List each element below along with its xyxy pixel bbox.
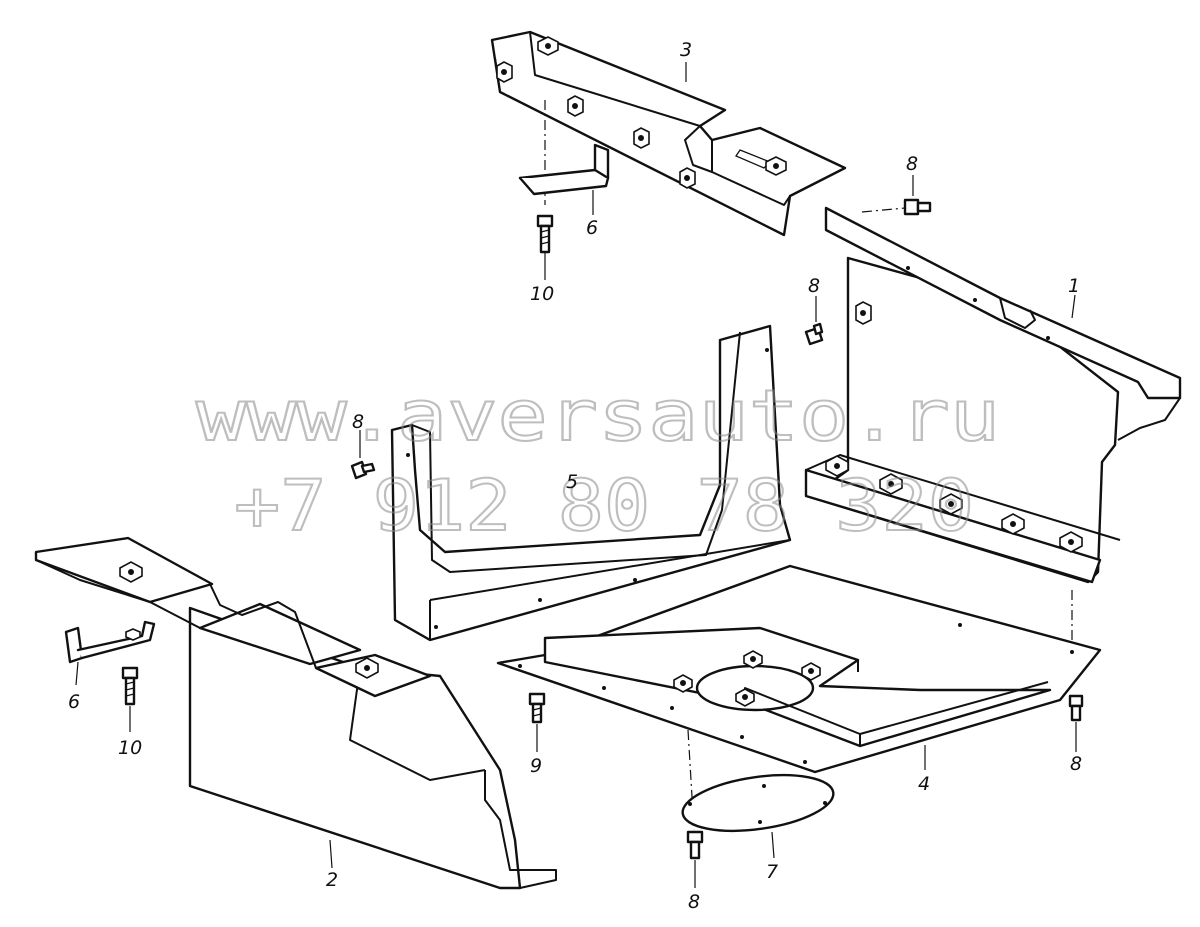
bolt-10-lower [121, 666, 139, 706]
bracket-1-nut [1001, 513, 1025, 535]
bolt-8-lower-right [1068, 694, 1084, 722]
leader-line [1071, 294, 1076, 319]
leader-line [75, 661, 79, 686]
callout-10-upper: 10 [530, 283, 554, 305]
bolt-8-bottom [686, 830, 704, 860]
callout-5: 5 [566, 471, 578, 493]
callout-1: 1 [1068, 275, 1080, 297]
bolt-8-center [804, 322, 824, 346]
bracket-2-nut [119, 561, 143, 583]
part-4-floor-plate [496, 564, 1102, 774]
callout-2: 2 [326, 869, 338, 891]
bracket-3-nut [765, 156, 787, 176]
bracket-1-nut [879, 473, 903, 495]
bolt-8-top-right [903, 198, 932, 216]
callout-8-top-right: 8 [906, 153, 918, 175]
callout-10-lower: 10 [118, 737, 142, 759]
part-5-u-frame [390, 324, 792, 642]
bracket-3-nut [633, 127, 650, 149]
callout-6-lower: 6 [68, 691, 80, 713]
watermark-url: www.aversauto.ru [196, 375, 1000, 457]
callout-8-lower-right: 8 [1070, 753, 1082, 775]
part-6-lower-clip [64, 620, 156, 664]
part-1-right-bracket [804, 206, 1182, 584]
callout-8-left: 8 [352, 411, 364, 433]
bracket-1-nut [825, 455, 849, 477]
part-3-upper-bracket [490, 30, 847, 237]
bracket-3-nut [496, 61, 513, 83]
part-6-upper-clip [518, 143, 610, 196]
bracket-3-nut [679, 167, 696, 189]
plate-4-nut [735, 688, 755, 707]
callout-8-bottom: 8 [688, 891, 700, 913]
axis-line [861, 207, 906, 213]
bolt-9 [528, 692, 546, 724]
part-7-round-cover [681, 773, 835, 833]
callout-6-upper: 6 [586, 217, 598, 239]
bracket-1-nut [1059, 531, 1083, 553]
leader-line [771, 831, 775, 859]
bolt-8-left [350, 460, 376, 480]
bracket-3-nut [567, 95, 584, 117]
callout-3: 3 [680, 39, 692, 61]
callout-9: 9 [530, 755, 542, 777]
bolt-10-upper [536, 214, 554, 254]
bracket-1-nut [939, 493, 963, 515]
plate-4-nut [673, 674, 693, 693]
watermark-phone: +7 912 80 78 320 [234, 465, 974, 547]
callout-7: 7 [766, 861, 778, 883]
bracket-1-nut [855, 301, 872, 325]
plate-4-nut [801, 662, 821, 681]
callout-4: 4 [918, 773, 930, 795]
plate-4-nut [743, 650, 763, 669]
bracket-2-nut [355, 657, 379, 679]
bracket-3-nut [537, 36, 559, 56]
callout-8-center: 8 [808, 275, 820, 297]
leader-line [329, 839, 333, 869]
part-2-left-bracket [34, 536, 557, 890]
